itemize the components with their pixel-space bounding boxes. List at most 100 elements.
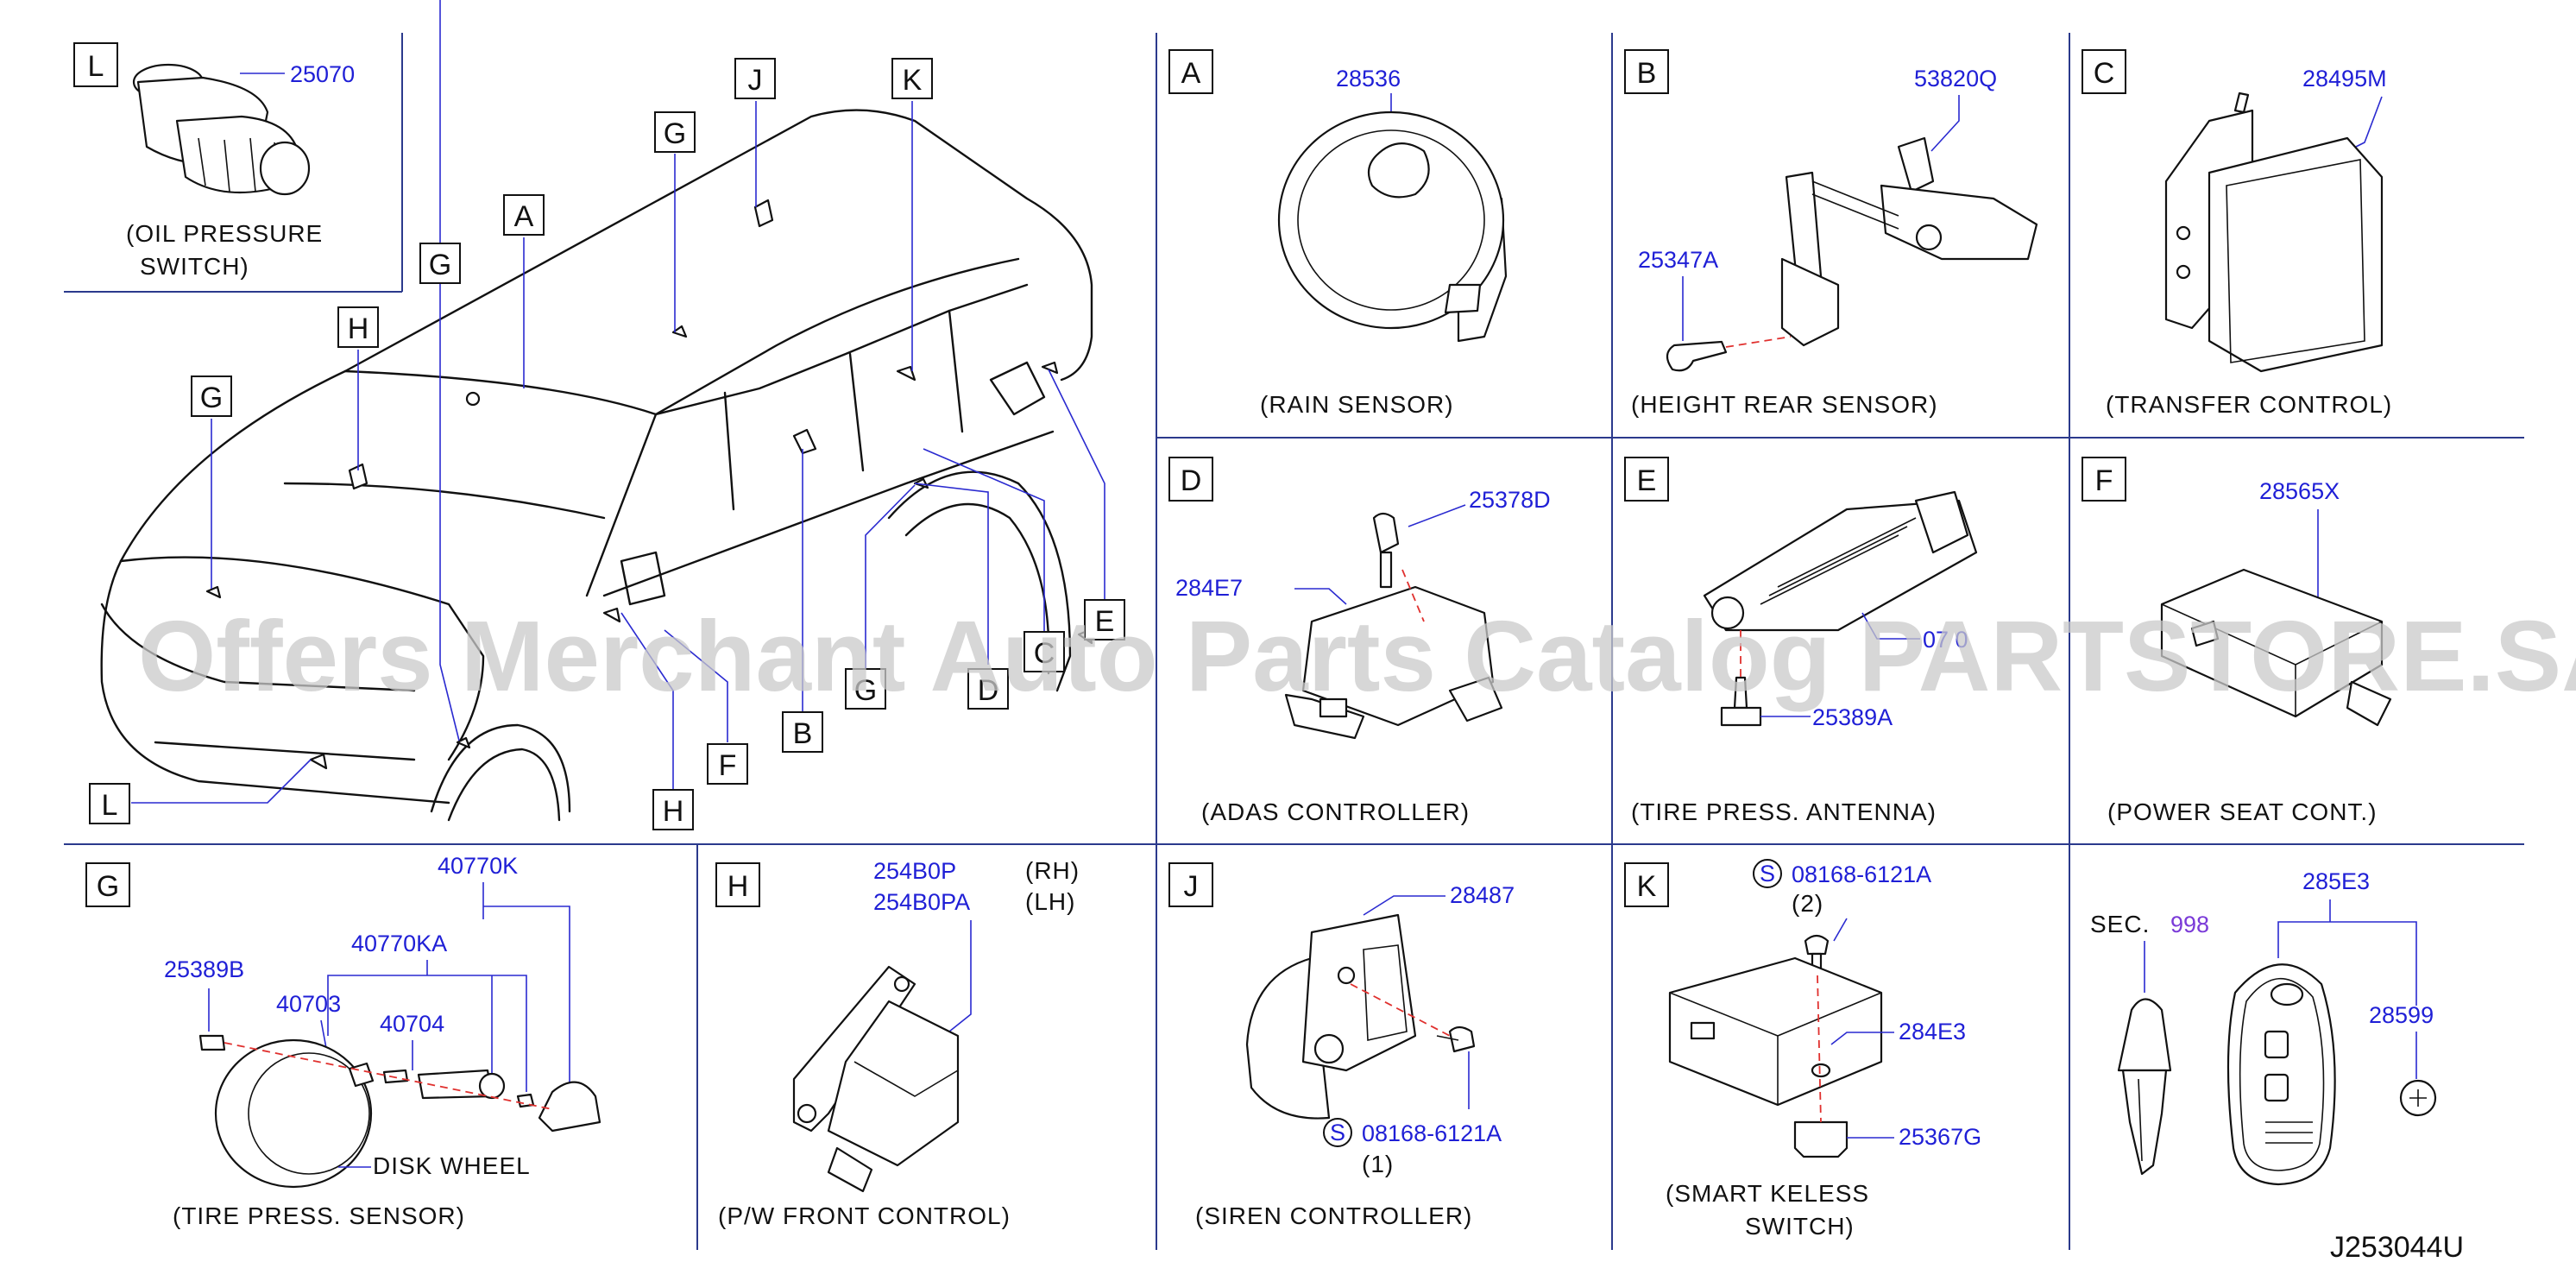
callout-b[interactable]: B [793,717,813,750]
callout-g[interactable]: G [854,674,877,707]
part-number[interactable]: 40704 [380,1011,444,1037]
part-number[interactable]: 28599 [2369,1002,2434,1028]
section-j-siren-controller: J 28487 S 08168-6121A (1) (SIREN CONTROL… [1168,862,1515,1229]
callout-j[interactable]: J [748,64,763,97]
caption-line-1: (SMART KELESS [1666,1180,1869,1207]
caption: (TIRE PRESS. SENSOR) [173,1202,465,1229]
section-letter: D [1181,464,1202,497]
key-blade-drawing [2117,998,2172,1176]
section-f-power-seat-control: F 28565X (POWER SEAT CONT.) [2082,457,2392,825]
callout-leaders [131,0,1105,804]
caption-line-2: SWITCH) [140,253,249,280]
side-lh: (LH) [1025,888,1075,915]
section-letter: L [88,50,104,83]
part-number[interactable]: 28565X [2259,478,2340,504]
callout-k[interactable]: K [903,64,923,97]
section-h-pw-front-control: H 254B0P (RH) 254B0PA (LH) (P/W FRONT CO… [715,857,1080,1229]
rain-sensor-drawing [1277,110,1508,343]
part-number[interactable]: 08168-6121A [1362,1120,1502,1146]
section-letter: E [1637,464,1657,497]
callout-g[interactable]: G [200,382,223,414]
smart-key-fob-drawing [2226,963,2336,1186]
caption-line-1: (OIL PRESSURE [126,220,323,247]
part-number[interactable]: 285E3 [2302,868,2370,894]
section-letter-box [73,42,118,87]
quantity: (2) [1792,890,1823,917]
part-number[interactable]: 25347A [1638,247,1718,273]
callout-l[interactable]: L [102,789,118,822]
section-letter: H [727,870,749,903]
vehicle-overview: J K G A G H G E C L B G D H [89,0,1125,830]
part-number[interactable]: 25389A [1812,704,1893,730]
part-number[interactable]: 28495M [2302,66,2387,92]
s-mark: S [1330,1120,1345,1145]
watermark: Offers Merchant Auto Parts Catalog PARTS… [138,600,2576,712]
section-letter: K [1637,870,1657,903]
section-c-transfer-control: C 28495M (TRANSFER CONTROL) [2082,49,2392,418]
caption: (P/W FRONT CONTROL) [718,1202,1011,1229]
part-number[interactable]: 40770K [438,853,518,879]
part-number[interactable]: 40703 [276,991,341,1017]
drawing-code: J253044U [2330,1231,2464,1264]
callout-h[interactable]: H [348,312,369,345]
disk-wheel-label: DISK WHEEL [373,1152,531,1179]
section-letter: G [97,870,119,903]
part-number[interactable]: 28487 [1450,882,1515,908]
callout-e[interactable]: E [1095,605,1115,638]
callout-g[interactable]: G [429,249,451,281]
part-number[interactable]: 25367G [1899,1124,1981,1150]
part-number[interactable]: 40770KA [351,931,447,956]
s-mark: S [1760,861,1775,887]
callout-a[interactable]: A [514,200,534,233]
sec-label: SEC. [2090,911,2150,937]
part-number[interactable]: 284E7 [1175,575,1243,601]
part-number[interactable]: 28536 [1336,66,1401,92]
caption: (POWER SEAT CONT.) [2107,798,2378,825]
height-sensor-drawing [1666,136,2038,372]
sec-number[interactable]: 998 [2170,912,2209,937]
callout-d[interactable]: D [978,674,999,707]
part-number[interactable]: 25378D [1469,487,1551,513]
part-number[interactable]: 284E3 [1899,1019,1966,1044]
smart-keyless-drawing [1668,934,1883,1158]
caption: (HEIGHT REAR SENSOR) [1631,391,1938,418]
callout-c[interactable]: C [1034,637,1055,670]
section-e-tire-press-antenna: E 07 0 25389A (TIRE PRESS. ANTENNA) [1624,457,1978,825]
part-number[interactable]: 25070 [290,61,355,87]
part-number[interactable]: 53820Q [1914,66,1997,92]
siren-controller-drawing [1245,913,1476,1120]
section-letter: A [1181,57,1201,90]
callout-g[interactable]: G [664,117,686,150]
section-dividers [64,33,2524,1250]
callout-f[interactable]: F [719,749,737,782]
part-number[interactable]: 254B0P [873,858,956,884]
caption-line-2: SWITCH) [1745,1213,1855,1240]
caption: (SIREN CONTROLLER) [1195,1202,1472,1229]
part-number[interactable]: 254B0PA [873,889,970,915]
adas-controller-drawing [1284,512,1503,740]
section-intelligent-key: SEC. 998 285E3 28599 [2090,868,2437,1186]
caption: (TIRE PRESS. ANTENNA) [1631,798,1937,825]
transfer-control-drawing [2164,92,2384,373]
caption: (TRANSFER CONTROL) [2106,391,2392,418]
quantity: (1) [1362,1151,1394,1177]
pw-front-control-drawing [792,965,960,1193]
car-callout-boxes: J K G A G H G E C L B G D H [89,58,1125,830]
part-number[interactable]: 08168-6121A [1792,861,1931,887]
side-rh: (RH) [1025,857,1080,884]
section-b-height-rear-sensor: B 53820Q 25347A (HEIGHT REAR SENSOR) [1624,49,2038,418]
part-number[interactable]: 25389B [164,956,244,982]
caption: (RAIN SENSOR) [1260,391,1454,418]
tire-antenna-drawing [1703,490,1978,727]
section-a-rain-sensor: A 28536 (RAIN SENSOR) [1168,49,1508,418]
part-number[interactable]: 07 0 [1923,627,1968,653]
section-l-oil-pressure-switch: L 25070 (OIL PRESSURE SWITCH) [73,42,355,280]
section-g-tire-press-sensor: G 40770K 40770KA 25389B 40703 40704 DISK… [85,853,601,1229]
oil-pressure-switch-drawing [132,63,311,196]
section-letter: F [2095,464,2113,497]
section-letter: B [1637,57,1657,90]
section-k-smart-keyless-switch: K S 08168-6121A (2) 284E3 25367G (SMART … [1624,859,1981,1240]
power-seat-control-drawing [2160,568,2392,727]
callout-h[interactable]: H [663,795,684,828]
